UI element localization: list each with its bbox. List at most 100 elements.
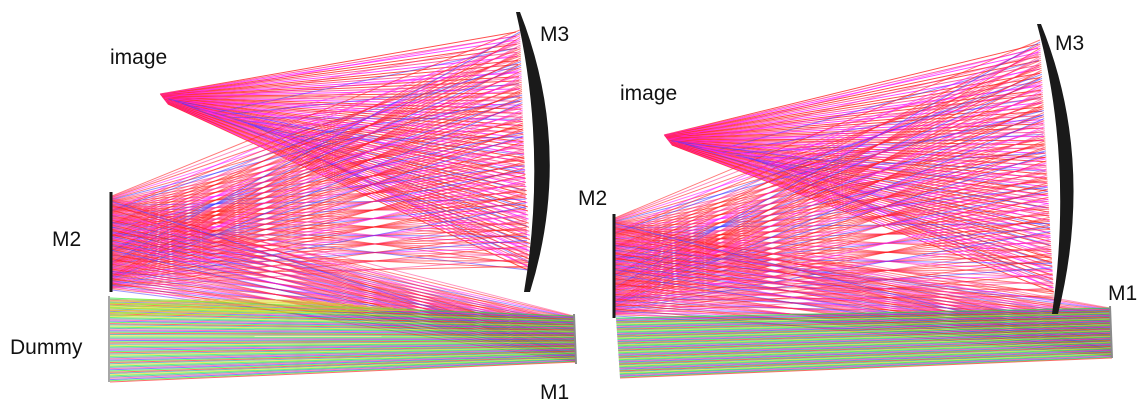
dummy-label-left: Dummy (10, 336, 83, 359)
ray-line (614, 43, 1041, 261)
ray-line (109, 331, 575, 336)
ray-line (109, 334, 575, 337)
ray-line (109, 302, 575, 320)
ray-line (614, 148, 1047, 280)
ray-line (109, 305, 367, 310)
ray-line (111, 68, 522, 199)
ray-line (109, 351, 576, 365)
ray-line (111, 139, 524, 216)
ray-line (160, 47, 518, 96)
ray-line (111, 40, 521, 224)
ray-line (109, 339, 576, 343)
ray-line (111, 87, 523, 213)
ray-line (111, 81, 522, 200)
ray-line (109, 318, 575, 328)
ray-line (618, 345, 1112, 364)
ray-line (617, 330, 1111, 346)
ray-line (614, 188, 1049, 310)
ray-line (109, 340, 576, 344)
ray-line (111, 126, 524, 215)
ray-line (111, 172, 525, 205)
ray-line (614, 65, 1042, 248)
ray-line (109, 320, 575, 330)
ray-line (109, 352, 576, 366)
ray-line (616, 315, 1111, 329)
ray-line (109, 329, 575, 334)
ray-line (109, 298, 575, 318)
ray-line (614, 229, 1111, 324)
ray-line (109, 300, 314, 303)
ray-line (616, 313, 1111, 326)
ray-line (619, 346, 1112, 366)
ray-line (111, 120, 524, 202)
m3-label-right: M3 (1055, 32, 1084, 55)
ray-line (178, 101, 521, 108)
ray-line (619, 348, 1112, 368)
ray-line (160, 35, 517, 95)
ray-line (109, 349, 576, 361)
ray-line (616, 311, 1111, 323)
ray-line (111, 94, 523, 201)
ray-line (614, 49, 1041, 275)
ray-line (618, 343, 1112, 362)
ray-line (109, 360, 577, 382)
ray-line (614, 53, 1041, 220)
ray-line (261, 59, 518, 129)
ray-line (111, 100, 523, 214)
ray-line (616, 314, 1111, 328)
ray-line (161, 64, 519, 96)
ray-line (617, 323, 1111, 338)
ray-line (216, 113, 526, 186)
m1-mirror-left (573, 313, 577, 365)
ray-line (617, 321, 1111, 335)
ray-line (109, 307, 394, 313)
ray-line (667, 138, 1045, 150)
ray-line (614, 39, 1041, 219)
ray-line (616, 318, 1111, 332)
ray-line (667, 47, 1039, 141)
ray-line (616, 309, 1111, 322)
ray-line (617, 326, 1111, 342)
ray-line (109, 350, 576, 362)
ray-line (111, 107, 523, 201)
ray-line (708, 148, 1052, 270)
ray-line (617, 322, 1111, 337)
ray-line (109, 309, 421, 317)
ray-line (617, 325, 1111, 341)
ray-line (109, 355, 576, 372)
ray-line (109, 309, 575, 324)
ray-line (109, 356, 576, 373)
ray-line (616, 319, 1111, 333)
ray-line (617, 332, 1112, 349)
ray-line (109, 360, 576, 381)
ray-line (617, 324, 1111, 340)
ray-line (109, 361, 577, 383)
ray-line (164, 35, 517, 99)
m1-label-right: M1 (1108, 282, 1137, 305)
ray-line (111, 197, 575, 317)
ray-line (617, 322, 1111, 336)
ray-line (109, 301, 327, 305)
m2-label-left: M2 (52, 228, 81, 251)
ray-line (111, 72, 522, 239)
ray-line (614, 67, 1042, 220)
ray-line (619, 351, 1112, 371)
ray-line (109, 359, 576, 379)
ray-line (111, 215, 575, 332)
ray-line (109, 317, 575, 328)
ray-line (111, 205, 575, 318)
ray-line (616, 308, 1111, 321)
ray-line (109, 324, 575, 332)
ray-line (111, 198, 575, 330)
ray-bundle-right (614, 39, 1113, 379)
ray-line (111, 157, 525, 230)
ray-line (111, 159, 525, 204)
ray-line (109, 306, 575, 322)
ray-line (111, 46, 521, 238)
ray-line (109, 344, 576, 351)
ray-line (111, 55, 522, 198)
ray-line (616, 314, 1111, 327)
ray-line (619, 354, 1112, 375)
ray-line (109, 325, 575, 332)
ray-line (619, 355, 1112, 376)
